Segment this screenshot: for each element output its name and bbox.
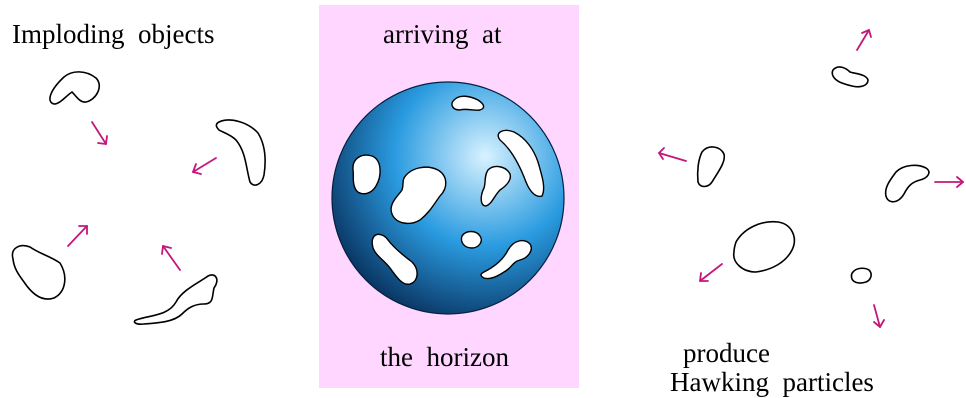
implode-arrows: [68, 122, 216, 270]
particle-blob-5: [851, 268, 871, 283]
arrow-icon-down: [874, 305, 884, 327]
particle-objects-group: [698, 67, 929, 283]
arrow-icon-up-right-b: [857, 30, 871, 50]
particle-blob-4: [734, 222, 795, 272]
arrow-icon-down-right: [92, 122, 107, 144]
imploding-blob-2: [216, 120, 265, 185]
horizon-blob-7: [461, 232, 481, 249]
arrow-icon-up-left: [162, 246, 180, 270]
black-hole-sphere-icon: [332, 82, 564, 314]
particle-blob-3: [886, 165, 929, 201]
label-imploding-objects: Imploding objects: [12, 21, 214, 48]
particle-blob-2: [698, 147, 725, 187]
label-arriving-at: arriving at: [383, 21, 501, 48]
arrow-icon-up-right-a: [68, 226, 87, 246]
imploding-blob-4: [134, 275, 216, 324]
arrow-icon-down-left: [193, 158, 216, 174]
label-hawking-particles: Hawking particles: [670, 369, 874, 396]
label-the-horizon: the horizon: [380, 344, 509, 371]
particle-blob-1: [832, 67, 868, 87]
arrow-icon-down-left-b: [700, 264, 722, 281]
imploding-blob-1: [50, 72, 99, 104]
imploding-objects-group: [12, 72, 265, 324]
imploding-blob-3: [12, 246, 64, 299]
arrow-icon-right: [935, 177, 963, 187]
label-produce: produce: [683, 340, 770, 367]
arrow-icon-left: [659, 148, 686, 161]
